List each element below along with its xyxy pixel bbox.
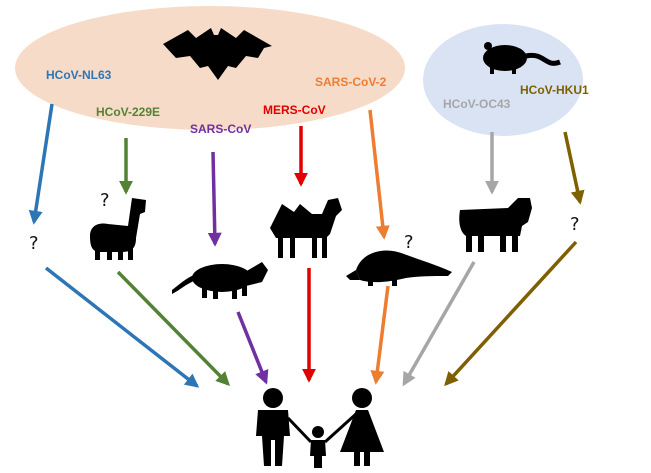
camel-icon: [270, 198, 342, 258]
rodent-reservoir-ellipse: [423, 24, 583, 136]
pangolin-icon: [346, 250, 452, 286]
arrow-hku1-lower: [444, 240, 578, 387]
unknown-host-mark-229e: ?: [100, 190, 110, 211]
alpaca-icon: [90, 198, 146, 260]
bat-icon: [163, 28, 272, 80]
rodent-icon: [483, 42, 561, 74]
arrow-sars2-upper: [368, 109, 390, 240]
virus-label-hcov-oc43: HCoV-OC43: [443, 97, 511, 111]
unknown-host-mark-hku1: ?: [570, 214, 580, 235]
arrow-sars-lower: [236, 311, 269, 385]
human-family-icon: [256, 388, 384, 468]
unknown-host-mark-nl63: ?: [29, 233, 39, 254]
virus-label-hcov-nl63: HCoV-NL63: [46, 68, 112, 82]
arrow-sars-upper: [207, 151, 222, 247]
arrow-hku1-upper: [563, 131, 585, 205]
virus-label-hcov-229e: HCoV-229E: [96, 105, 160, 119]
arrow-sars2-lower: [370, 285, 390, 385]
virus-label-sars-cov: SARS-CoV: [190, 122, 251, 136]
arrow-nl63-lower: [44, 266, 200, 388]
arrow-oc43-lower: [402, 261, 476, 387]
civet-icon: [172, 262, 268, 299]
arrow-nl63-upper: [28, 103, 54, 225]
unknown-host-mark-sars2: ?: [404, 232, 414, 253]
cattle-icon: [459, 198, 532, 252]
arrow-229e-lower: [116, 270, 230, 386]
virus-label-sars-cov-2: SARS-CoV-2: [315, 75, 387, 89]
virus-label-mers-cov: MERS-CoV: [263, 103, 326, 117]
arrows-layer: [28, 103, 585, 388]
virus-label-hcov-hku1: HCoV-HKU1: [520, 83, 589, 97]
